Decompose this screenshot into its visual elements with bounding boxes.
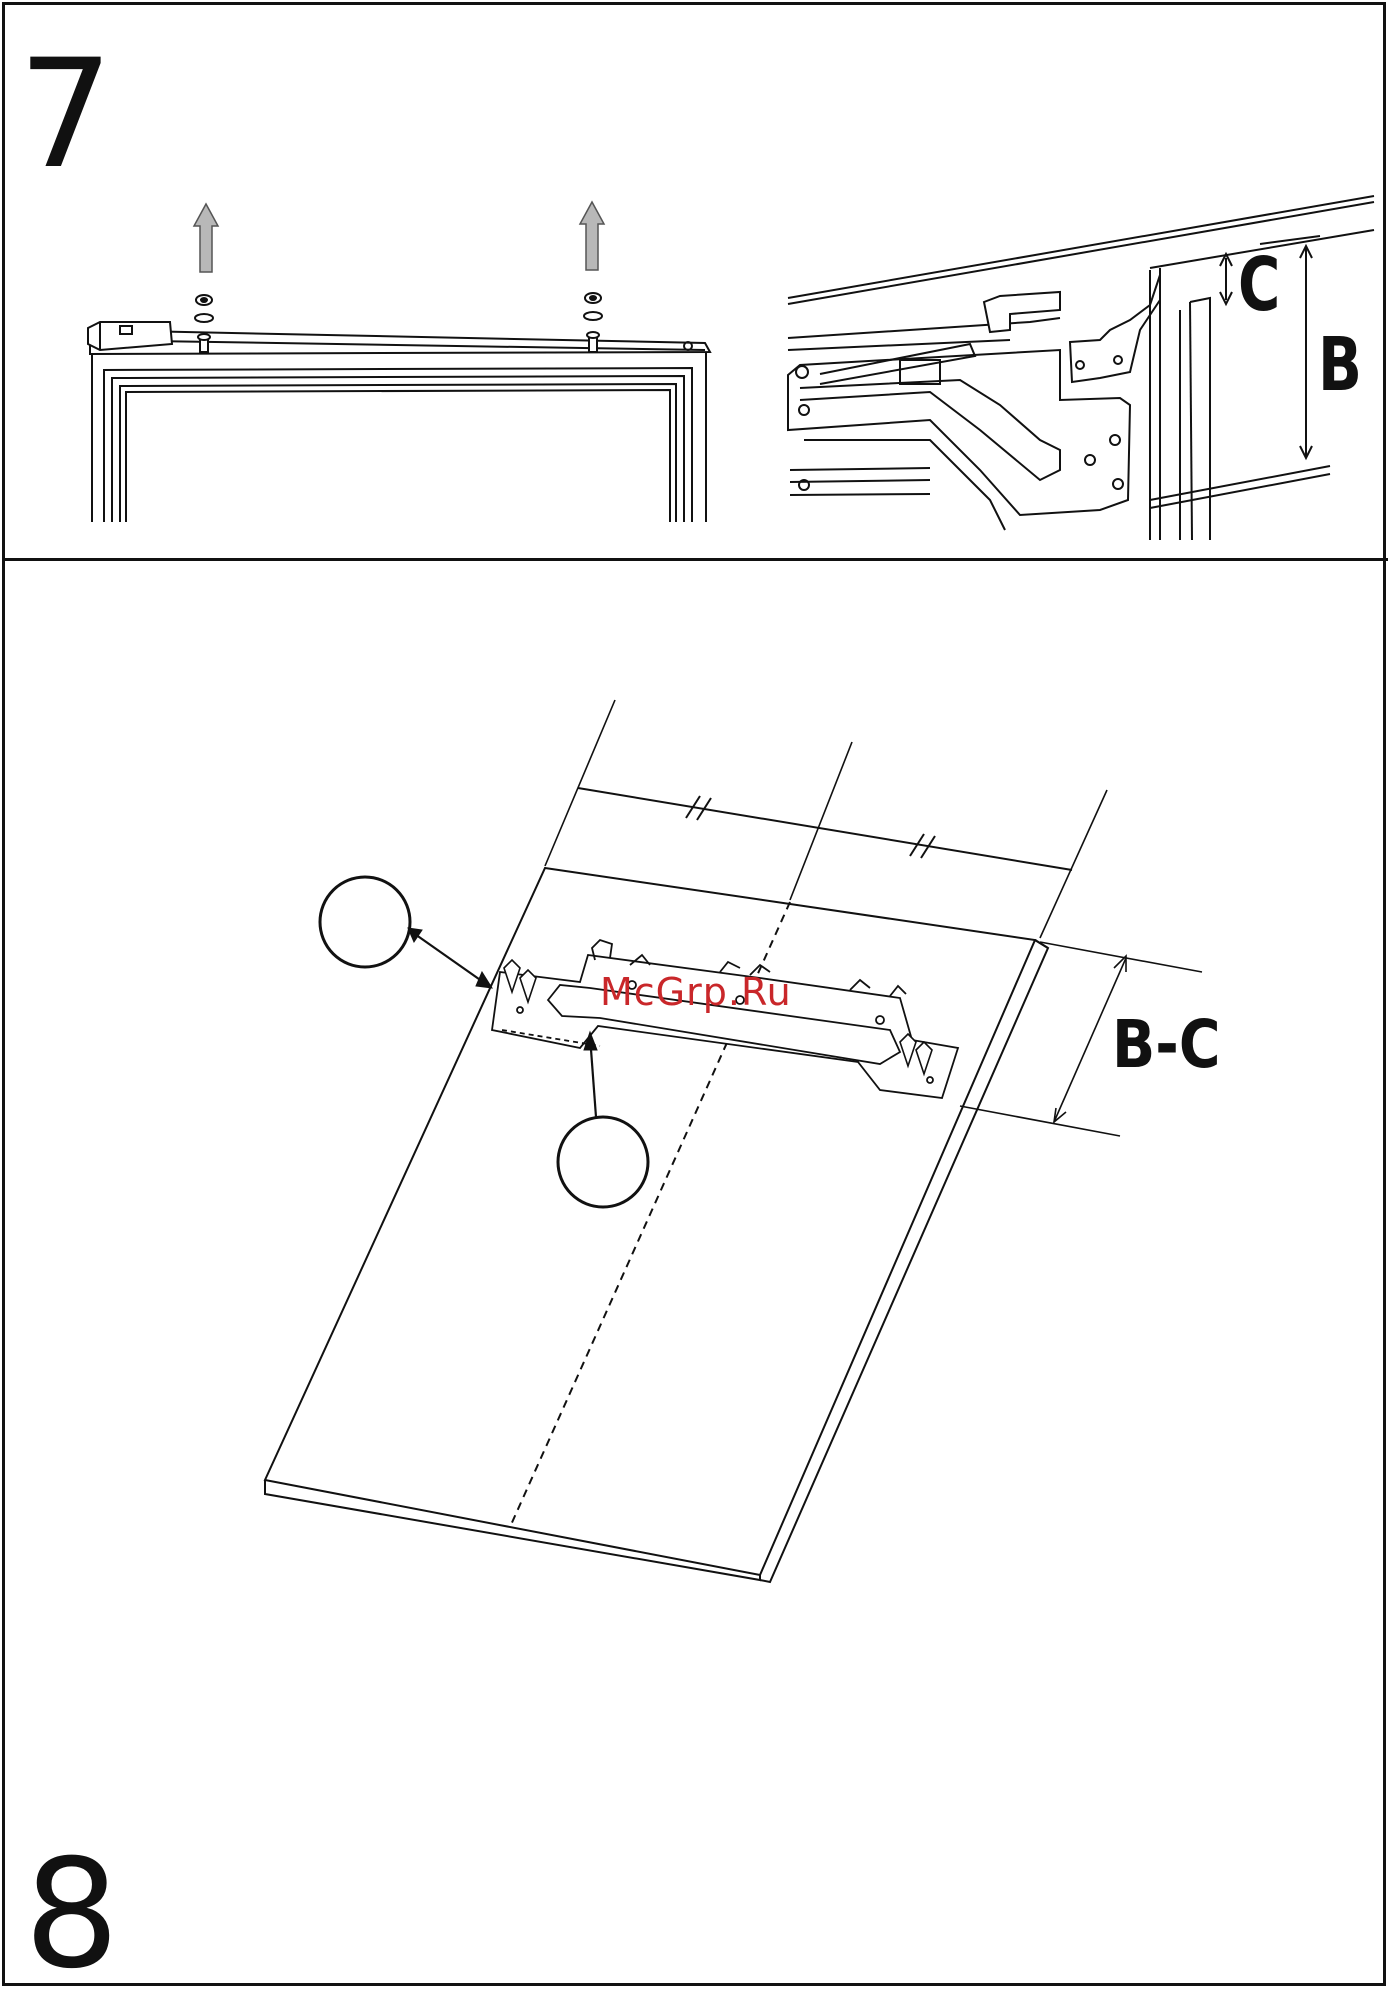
door-top-view <box>88 322 710 522</box>
dimension-label-b: B <box>1318 328 1362 402</box>
door-pin-left <box>195 295 213 352</box>
dimension-label-b-minus-c: B-C <box>1112 1012 1220 1078</box>
dimension-label-c: C <box>1238 248 1280 322</box>
door-panel <box>265 700 1202 1582</box>
watermark-text: McGrp.Ru <box>600 970 792 1014</box>
lift-arrow-right <box>580 202 604 270</box>
lift-arrow-left <box>194 204 218 272</box>
callout-screws <box>320 877 492 988</box>
door-pin-right <box>584 293 602 352</box>
hinge-detail <box>788 196 1374 540</box>
